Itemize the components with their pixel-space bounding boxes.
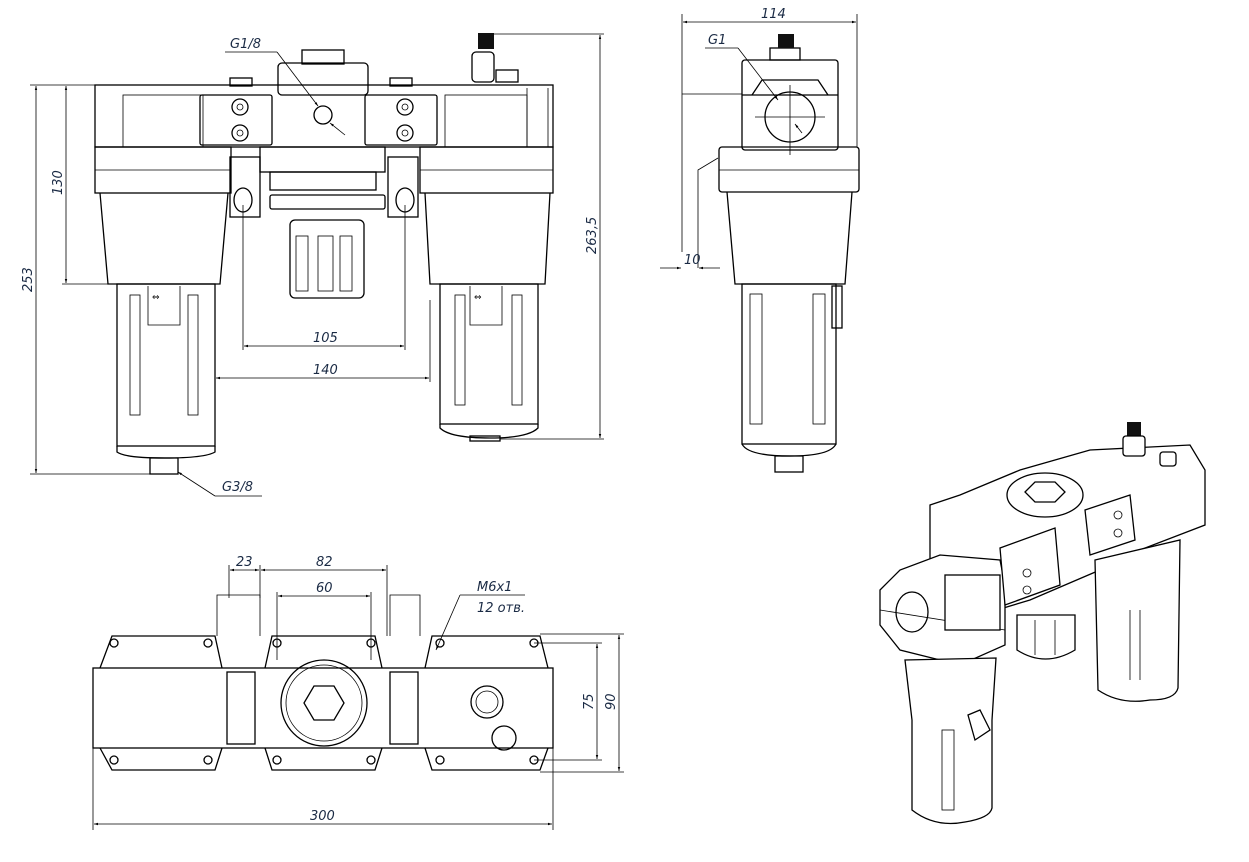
front-dimensions: 130 253 263,5 105 140 G1/8 (21, 33, 604, 497)
dim-body-height: 130 (51, 170, 66, 195)
connector-block-right (364, 94, 438, 146)
iso-port (895, 591, 929, 633)
drain-arrow-icon: ⇔ (152, 293, 160, 303)
side-view: 114 10 G1 (660, 7, 860, 473)
side-dimensions: 114 10 G1 (660, 7, 858, 270)
mounting-holes (109, 638, 539, 765)
dim-width: 114 (761, 7, 786, 22)
top-dimensions: 23 82 60 M6x1 12 отв. 75 90 (92, 555, 624, 830)
callout-port-thread: G1 (708, 33, 726, 48)
callout-gauge-port: G1/8 (230, 37, 261, 52)
gauge-port (313, 105, 333, 125)
dim-bracket-offset: 10 (684, 253, 701, 268)
sight-dome (491, 725, 517, 751)
filter-bowl-left: ⇔ (99, 192, 229, 475)
dim-total-height-left: 253 (21, 267, 36, 292)
callout-thread: M6x1 (477, 580, 512, 595)
connector-block-left (199, 94, 273, 146)
dim-total-length: 300 (310, 809, 335, 824)
adjust-knob (478, 33, 494, 49)
dim-mount-hole-spacing: 105 (313, 331, 338, 346)
lubricator-bowl-right: ⇔ (424, 192, 551, 442)
dim-total-height-right: 263,5 (585, 217, 600, 254)
adjust-knob (778, 34, 794, 48)
dim-hole-spacing-depth: 75 (582, 693, 597, 710)
front-view: ⇔ ⇔ 130 253 (21, 33, 604, 497)
isometric-view (879, 422, 1206, 825)
dim-unit-gap: 140 (313, 363, 338, 378)
top-view: 23 82 60 M6x1 12 отв. 75 90 (92, 555, 624, 830)
drain-arrow-icon: ⇔ (474, 293, 482, 303)
dim-bracket-outer: 82 (316, 555, 333, 570)
dim-body-depth: 90 (604, 693, 619, 710)
dim-bracket-width: 23 (236, 555, 253, 570)
callout-hole-count: 12 отв. (477, 601, 525, 616)
base-band (94, 146, 554, 299)
top-housing (94, 33, 554, 148)
iso-adjust-knob (1127, 422, 1141, 436)
oil-fill-cap (470, 685, 504, 719)
hex-nut (303, 685, 345, 721)
callout-drain-port: G3/8 (222, 480, 253, 495)
dim-bracket-inner: 60 (316, 581, 333, 596)
regulator-knob-top (280, 659, 368, 747)
